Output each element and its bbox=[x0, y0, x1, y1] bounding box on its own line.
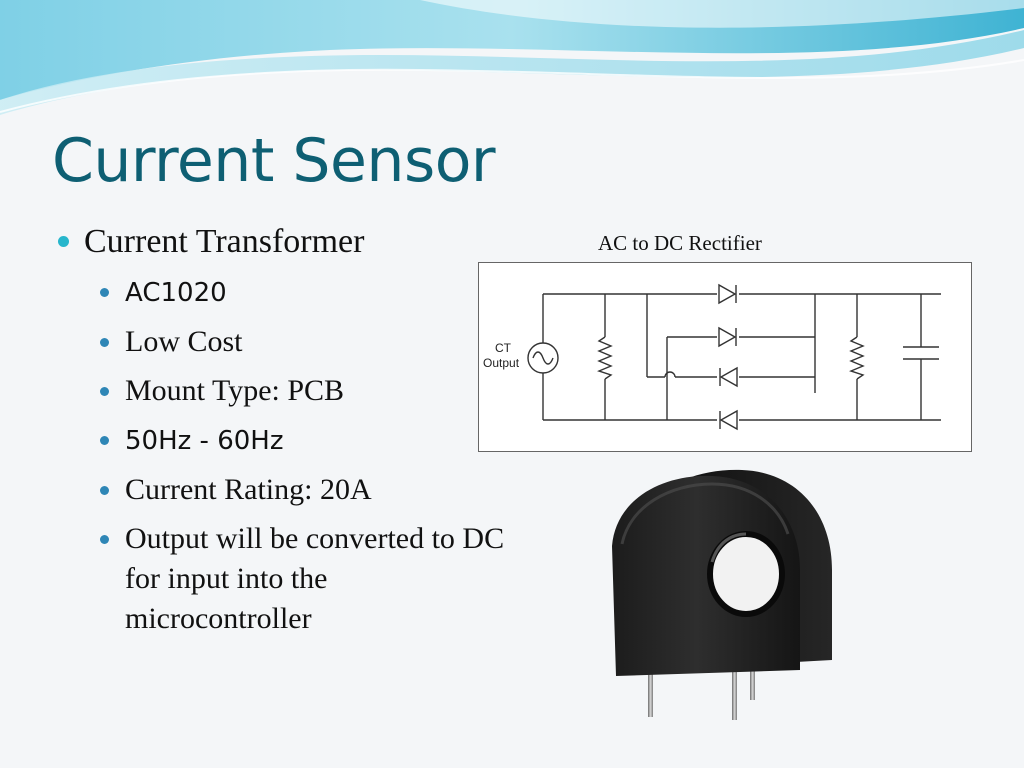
circuit-caption: AC to DC Rectifier bbox=[598, 231, 762, 255]
bullet-frequency-text: 50Hz - 60Hz bbox=[125, 426, 284, 456]
resistor-icon bbox=[597, 336, 613, 380]
bullet-model: AC1020 bbox=[100, 272, 508, 313]
ct-label-line2: Output bbox=[483, 356, 520, 370]
slide-title: Current Sensor bbox=[52, 126, 496, 196]
rectifier-schematic: CT Output bbox=[478, 262, 972, 452]
header-wave-decoration bbox=[0, 0, 1024, 115]
current-transformer-photo bbox=[612, 469, 832, 720]
bullet-model-text: AC1020 bbox=[125, 278, 227, 308]
bullet-mount-type: Mount Type: PCB bbox=[100, 371, 508, 411]
diode-icon bbox=[719, 366, 738, 388]
ct-label-line1: CT bbox=[495, 341, 512, 355]
bullet-current-rating: Current Rating: 20A bbox=[100, 470, 508, 510]
diode-icon bbox=[719, 409, 738, 431]
diode-icon bbox=[718, 283, 737, 305]
ac-source-icon bbox=[527, 342, 559, 374]
bullet-output: Output will be converted to DC for input… bbox=[100, 519, 508, 639]
bullet-list: Current Transformer AC1020 Low Cost Moun… bbox=[58, 222, 508, 648]
bullet-frequency: 50Hz - 60Hz bbox=[100, 420, 508, 461]
resistor-icon bbox=[849, 336, 865, 380]
bullet-current-transformer: Current Transformer bbox=[58, 222, 508, 262]
rectifier-schematic-drawing: CT Output bbox=[483, 283, 941, 431]
diode-icon bbox=[718, 326, 737, 348]
capacitor-icon bbox=[903, 346, 939, 360]
bullet-cost: Low Cost bbox=[100, 322, 508, 362]
